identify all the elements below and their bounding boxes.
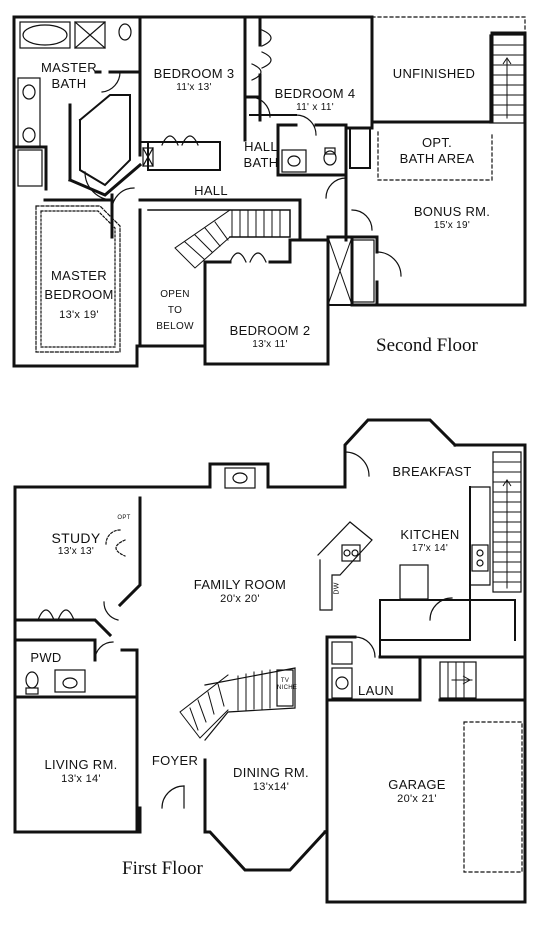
stair-note-line2: NICHE [277, 685, 298, 691]
master-bedroom-name-1: MASTER [51, 268, 107, 283]
garage-label: GARAGE 20'x 21' [372, 777, 462, 805]
bonus-room-name: BONUS RM. [413, 204, 491, 219]
bedroom2-name: BEDROOM 2 [229, 323, 311, 338]
study-name: STUDY [51, 530, 101, 546]
dining-room-size: 13'x14' [252, 781, 290, 793]
opt-bath-label: OPT. BATH AREA [392, 135, 482, 167]
kitchen-size: 17'x 14' [411, 543, 449, 554]
study-opt-note: OPT [117, 515, 131, 521]
master-bath-name-1: MASTER [41, 60, 97, 75]
second-floor-walls [12, 15, 527, 368]
bonus-room-label: BONUS RM. 15'x 19' [400, 204, 504, 232]
hall-bath-name-2: BATH [243, 155, 279, 170]
living-room-name: LIVING RM. [44, 757, 118, 772]
stair-niche-note: TV NICHE [277, 678, 298, 692]
bedroom2-label: BEDROOM 2 13'x 11' [220, 323, 320, 351]
breakfast-label: BREAKFAST [392, 464, 472, 479]
bedroom2-size: 13'x 11' [252, 339, 288, 350]
master-bedroom-label: MASTER BEDROOM 13'x 19' [36, 268, 122, 321]
bedroom3-label: BEDROOM 3 11'x 13' [146, 66, 242, 94]
open-to-below-label: OPEN TO BELOW [150, 288, 200, 333]
open-to-below-line2: TO [167, 305, 183, 316]
second-floor-details [17, 16, 526, 353]
hall-label: HALL [194, 183, 228, 198]
living-room-size: 13'x 14' [61, 773, 101, 785]
family-room-size: 20'x 20' [220, 593, 260, 605]
bedroom3-size: 11'x 13' [176, 82, 212, 93]
master-bath-name-2: BATH [51, 76, 87, 91]
open-to-below-line1: OPEN [160, 289, 190, 300]
first-floor-title: First Floor [122, 858, 203, 879]
laundry-label: LAUN [358, 683, 394, 698]
master-bedroom-name-2: BEDROOM [44, 287, 114, 302]
kitchen-name: KITCHEN [400, 527, 460, 542]
garage-size: 20'x 21' [397, 793, 437, 805]
kitchen-label: KITCHEN 17'x 14' [390, 527, 470, 555]
master-bedroom-size: 13'x 19' [59, 309, 99, 321]
master-bath-label: MASTER BATH [34, 60, 104, 92]
pwd-label: PWD [30, 650, 62, 665]
garage-name: GARAGE [388, 777, 446, 792]
opt-bath-name-1: OPT. [421, 135, 453, 150]
open-to-below-line3: BELOW [156, 321, 194, 332]
study-label: STUDY 13'x 13' [36, 530, 116, 558]
first-floor-details [25, 451, 523, 873]
stair-note-line1: TV [280, 678, 290, 684]
living-room-label: LIVING RM. 13'x 14' [36, 757, 126, 785]
dining-room-label: DINING RM. 13'x14' [226, 765, 316, 793]
bedroom4-size: 11' x 11' [296, 102, 334, 113]
first-floor-walls [13, 418, 527, 904]
second-floor-title: Second Floor [376, 335, 478, 356]
dw-label: DW [333, 582, 341, 595]
hall-bath-name-1: HALL [244, 139, 278, 154]
foyer-label: FOYER [151, 753, 199, 768]
bonus-room-size: 15'x 19' [433, 220, 471, 231]
family-room-label: FAMILY ROOM 20'x 20' [180, 577, 300, 605]
study-size: 13'x 13' [57, 546, 95, 557]
dining-room-name: DINING RM. [233, 765, 309, 780]
opt-bath-name-2: BATH AREA [399, 151, 475, 166]
unfinished-label: UNFINISHED [392, 66, 476, 81]
family-room-name: FAMILY ROOM [193, 577, 287, 592]
bedroom4-label: BEDROOM 4 11' x 11' [262, 86, 368, 114]
bedroom3-name: BEDROOM 3 [153, 66, 235, 81]
hall-bath-label: HALL BATH [236, 139, 286, 171]
bedroom4-name: BEDROOM 4 [274, 86, 356, 101]
